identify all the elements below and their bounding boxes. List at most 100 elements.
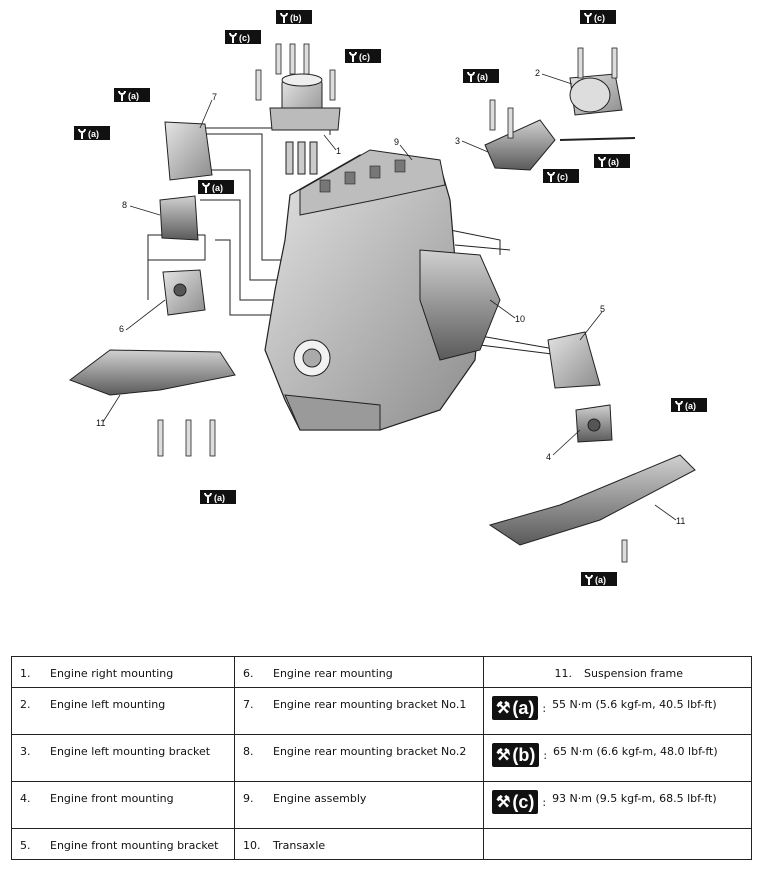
engine-left-mounting-illustration [484, 73, 636, 171]
legend-label: Engine rear mounting bracket No.1 [273, 698, 467, 711]
torque-badge-a-2: (a) [74, 126, 110, 140]
legend-cell: 7. Engine rear mounting bracket No.1 [234, 687, 484, 735]
legend-num: 7. [243, 698, 254, 711]
legend-colon: : [543, 749, 548, 762]
svg-text:(a): (a) [214, 493, 225, 503]
legend-num: 10. [243, 839, 261, 852]
legend-row: 5. Engine front mounting bracket 10. Trans… [11, 828, 752, 860]
svg-text:(b): (b) [290, 13, 302, 23]
legend-num: 11. [554, 667, 573, 680]
parts-legend-table: 1.Engine right mounting 6. Engine rear mo… [11, 656, 752, 860]
suspension-frame-illustration [68, 349, 696, 546]
engine-assembly-illustration [264, 149, 501, 431]
torque-legend-badge-b: ⚒(b) [492, 743, 540, 767]
engine-mounting-diagram: (c) (b) (c) (c) (a) (a) (a) (a) (c) (a) … [68, 10, 707, 586]
guide-lines [147, 127, 561, 356]
engine-right-mounting-illustration [269, 73, 341, 175]
wrench-icon: ⚒ [496, 747, 511, 764]
legend-cell: 4.Engine front mounting [11, 781, 235, 829]
callout-11-left: 11 [96, 418, 105, 428]
legend-cell: 8. Engine rear mounting bracket No.2 [234, 734, 484, 782]
torque-badge-b: (b) [276, 10, 312, 24]
torque-badge-c-2: (c) [345, 49, 381, 63]
callout-5: 5 [600, 304, 605, 314]
legend-colon: : [542, 702, 547, 715]
engine-rear-mounting-illustration [159, 121, 213, 316]
legend-label: Engine front mounting bracket [50, 839, 219, 852]
callout-10: 10 [515, 314, 525, 324]
legend-num: 8. [243, 745, 254, 758]
torque-badge-a-6: (a) [671, 398, 707, 412]
legend-cell: ⚒(c):93 N·m (9.5 kgf-m, 68.5 lbf-ft) [483, 781, 752, 829]
legend-cell: 10. Transaxle [234, 828, 484, 860]
torque-value-c: 93 N·m (9.5 kgf-m, 68.5 lbf-ft) [552, 792, 717, 805]
svg-text:(a): (a) [477, 72, 488, 82]
svg-text:(c): (c) [594, 13, 605, 23]
svg-text:(a): (a) [212, 183, 223, 193]
legend-cell: ⚒(a):55 N·m (5.6 kgf-m, 40.5 lbf-ft) [483, 687, 752, 735]
legend-label: Engine assembly [273, 792, 367, 805]
leader-lines [102, 73, 677, 521]
torque-badge-c-1: (c) [225, 30, 261, 44]
callout-3: 3 [455, 136, 460, 146]
callout-6: 6 [119, 324, 124, 334]
legend-label: Engine left mounting bracket [50, 745, 211, 758]
torque-value-b: 65 N·m (6.6 kgf-m, 48.0 lbf-ft) [553, 745, 718, 758]
legend-num: 6. [243, 667, 254, 680]
svg-text:(c): (c) [239, 33, 250, 43]
legend-cell: 9. Engine assembly [234, 781, 484, 829]
legend-label: Engine right mounting [50, 667, 174, 680]
torque-badge-a-5: (a) [594, 154, 630, 168]
legend-cell: 3. Engine left mounting bracket [11, 734, 235, 782]
torque-legend-badge-c: ⚒(c) [492, 790, 539, 814]
torque-legend-badge-a: ⚒(a) [492, 696, 539, 720]
legend-label: Engine rear mounting [273, 667, 393, 680]
legend-row: 3. Engine left mounting bracket 8. Engine … [11, 734, 752, 782]
legend-num: 9. [243, 792, 254, 805]
svg-text:(a): (a) [595, 575, 606, 585]
callout-2: 2 [535, 68, 540, 78]
svg-text:(c): (c) [557, 172, 568, 182]
svg-text:(a): (a) [128, 91, 139, 101]
callout-11-right: 11 [676, 516, 685, 526]
torque-badge-a-3: (a) [198, 180, 234, 194]
legend-num: 3. [20, 745, 31, 758]
legend-cell: ⚒(b):65 N·m (6.6 kgf-m, 48.0 lbf-ft) [483, 734, 752, 782]
torque-badge-a-7: (a) [200, 490, 236, 504]
callout-7: 7 [212, 92, 217, 102]
callout-8: 8 [122, 200, 127, 210]
legend-cell: 6. Engine rear mounting [234, 656, 484, 688]
wrench-icon: ⚒ [496, 794, 511, 811]
legend-cell: 5. Engine front mounting bracket [11, 828, 235, 860]
engine-front-mounting-illustration [547, 331, 613, 443]
legend-num: 4. [20, 792, 31, 805]
legend-cell-empty [483, 828, 752, 860]
legend-label: Transaxle [273, 839, 326, 852]
legend-row: 2. Engine left mounting 7. Engine rear mou… [11, 687, 752, 735]
legend-cell: 1.Engine right mounting [11, 656, 235, 688]
legend-cell: 11. Suspension frame [483, 656, 752, 688]
legend-cell: 2. Engine left mounting [11, 687, 235, 735]
legend-num: 5. [20, 839, 31, 852]
legend-label: Engine rear mounting bracket No.2 [273, 745, 467, 758]
legend-label: Suspension frame [584, 667, 684, 680]
torque-badge-a-8: (a) [581, 572, 617, 586]
callout-4: 4 [546, 452, 551, 462]
legend-row: 4.Engine front mounting 9. Engine assembl… [11, 781, 752, 829]
torque-badge-c-3: (c) [580, 10, 616, 24]
svg-text:(a): (a) [685, 401, 696, 411]
legend-colon: : [542, 796, 547, 809]
callout-9: 9 [394, 137, 399, 147]
callout-1: 1 [336, 146, 341, 156]
torque-value-a: 55 N·m (5.6 kgf-m, 40.5 lbf-ft) [552, 698, 717, 711]
legend-label: Engine left mounting [50, 698, 166, 711]
wrench-icon: ⚒ [496, 700, 511, 717]
legend-num: 2. [20, 698, 31, 711]
legend-row: 1.Engine right mounting 6. Engine rear mo… [11, 656, 752, 688]
torque-badge-a-4: (a) [463, 69, 499, 83]
bolts [157, 43, 628, 563]
svg-text:(a): (a) [88, 129, 99, 139]
torque-badge-c-4: (c) [543, 169, 579, 183]
torque-badge-a-1: (a) [114, 88, 150, 102]
svg-text:(a): (a) [608, 157, 619, 167]
